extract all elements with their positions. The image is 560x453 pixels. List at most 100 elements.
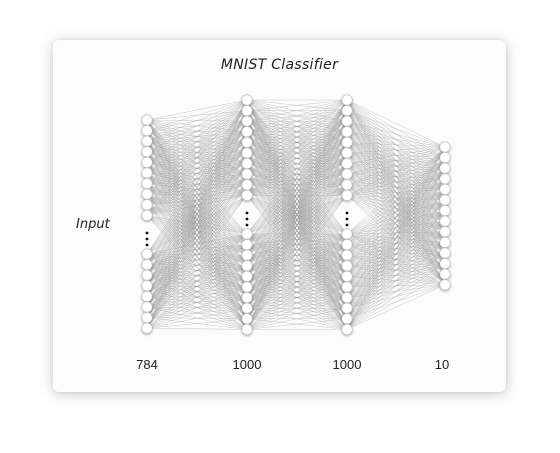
connection-edge	[246, 99, 348, 164]
connection-edge	[246, 233, 348, 256]
connection-edge	[346, 284, 446, 330]
connection-edge	[346, 146, 446, 196]
neuron-node	[439, 173, 451, 185]
neuron-node	[439, 236, 451, 248]
connection-edge	[346, 146, 446, 256]
connection-edge	[246, 110, 348, 330]
connection-edge	[146, 233, 248, 286]
neuron-node	[141, 114, 153, 126]
connection-edge	[146, 233, 248, 318]
neuron-node	[141, 280, 153, 292]
neuron-node	[439, 268, 451, 280]
neuron-node	[341, 239, 353, 251]
neuron-node	[439, 152, 451, 164]
connection-edge	[146, 99, 248, 131]
neuron-node	[141, 301, 153, 313]
connection-edge	[146, 99, 248, 152]
connection-edge	[346, 195, 446, 201]
connection-edge	[346, 221, 446, 330]
connection-edge	[146, 110, 248, 216]
connection-edge	[246, 184, 348, 196]
neuron-node	[341, 189, 353, 201]
connection-edge	[346, 131, 446, 148]
connection-edge	[146, 121, 248, 216]
connection-edge	[246, 233, 348, 266]
connection-edge	[346, 189, 446, 330]
connection-edge	[146, 142, 248, 329]
neuron-node	[141, 178, 153, 190]
connection-edges	[146, 99, 446, 330]
connection-edge	[346, 168, 446, 196]
layer-size-hidden-2: 1000	[332, 357, 362, 372]
connection-edge	[346, 157, 446, 196]
neuron-node	[439, 279, 451, 291]
neuron-node	[439, 215, 451, 227]
layer-size-hidden-1: 1000	[232, 357, 262, 372]
ellipsis-dot	[145, 231, 149, 235]
connection-edge	[246, 318, 348, 330]
neuron-node	[241, 249, 253, 261]
connection-edge	[146, 142, 248, 216]
diagram-title: MNIST Classifier	[220, 57, 339, 73]
neuron-node	[341, 147, 353, 159]
neuron-node	[241, 168, 253, 180]
connection-edge	[246, 152, 348, 196]
connection-edge	[346, 178, 446, 196]
neuron-node	[241, 239, 253, 251]
connection-edge	[146, 297, 248, 329]
neuron-node	[341, 302, 353, 314]
connection-edge	[246, 276, 348, 330]
connection-edge	[246, 308, 348, 330]
connection-edge	[246, 99, 348, 122]
connection-edge	[246, 99, 348, 256]
neuron-node	[341, 126, 353, 138]
neuron-node	[241, 94, 253, 106]
connection-edge	[246, 99, 348, 143]
connection-edge	[246, 233, 348, 319]
connection-edge	[246, 99, 348, 309]
neuron-node	[141, 156, 153, 168]
connection-edge	[346, 168, 446, 330]
neuron-node	[341, 270, 353, 282]
neuron-node	[241, 281, 253, 293]
connection-edge	[246, 233, 348, 288]
connection-edge	[146, 99, 248, 184]
connection-edge	[146, 174, 248, 216]
neuron-node	[241, 292, 253, 304]
connection-edge	[146, 215, 248, 330]
connection-edge	[246, 265, 348, 330]
connection-edge	[246, 233, 348, 245]
ellipsis-dot	[345, 217, 349, 221]
connection-edge	[346, 146, 446, 154]
neuron-node	[341, 115, 353, 127]
connection-edge	[146, 99, 248, 318]
connection-edge	[346, 199, 446, 330]
connection-edge	[246, 286, 348, 330]
connection-edge	[146, 99, 248, 216]
neuron-node	[439, 247, 451, 259]
connection-edge	[346, 146, 446, 319]
connection-edge	[246, 174, 348, 330]
neuron-node	[439, 194, 451, 206]
connection-edge	[246, 163, 348, 196]
neuron-node	[141, 125, 153, 137]
connection-edge	[146, 131, 248, 216]
neuron-node	[141, 312, 153, 324]
connection-edge	[146, 233, 248, 265]
neuron-node	[439, 162, 451, 174]
neuron-node	[241, 313, 253, 325]
connection-edge	[246, 184, 348, 330]
neuron-node	[241, 158, 253, 170]
ellipsis-dot	[245, 223, 249, 227]
connection-edge	[346, 146, 446, 235]
connection-edge	[346, 146, 446, 164]
neuron-node	[439, 226, 451, 238]
neuron-node	[241, 228, 253, 240]
connection-edge	[246, 195, 348, 330]
connection-edge	[146, 195, 248, 216]
connection-edge	[346, 195, 446, 243]
ellipsis-dot	[245, 211, 249, 215]
neuron-node	[241, 115, 253, 127]
connection-edge	[146, 233, 248, 297]
connection-edge	[246, 99, 348, 132]
